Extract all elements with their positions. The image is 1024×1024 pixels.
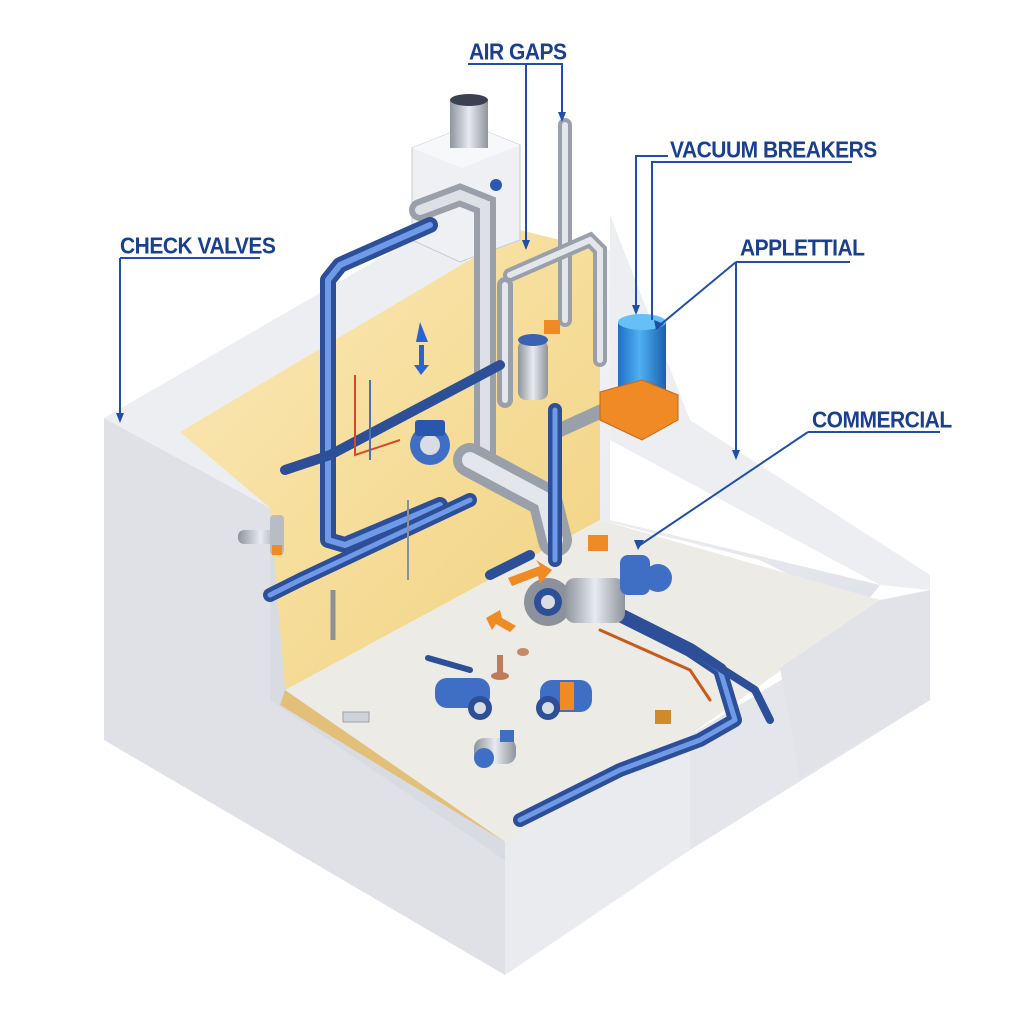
vacuum-leader <box>635 155 668 310</box>
label-check-valves: CHECK VALVES <box>120 234 276 259</box>
flow-arrow-icon <box>486 560 552 632</box>
filter-cylinder <box>518 340 548 400</box>
label-appletial: APPLETTIAL <box>740 236 865 261</box>
equipment-box <box>411 94 521 263</box>
loose-ball-valve <box>425 655 492 720</box>
wall-lines <box>330 375 409 640</box>
foundation-structure <box>104 215 930 975</box>
right-step-wall <box>780 590 930 778</box>
loose-check-valve <box>536 680 592 720</box>
loose-union <box>474 730 516 768</box>
leader-lines <box>119 63 940 546</box>
components <box>238 314 679 768</box>
back-wall-top <box>104 235 470 508</box>
leader-arrowheads <box>116 112 740 550</box>
label-vacuum-breakers: VACUUM BREAKERS <box>670 138 877 163</box>
tank-stand <box>599 379 679 441</box>
small-gauge <box>491 648 529 680</box>
arrow-down-icon <box>414 322 429 375</box>
label-commercial: COMMERCIAL <box>812 408 952 433</box>
blue-pipes <box>263 217 774 827</box>
gauge-icon <box>490 179 502 191</box>
orange-fitting <box>544 320 560 334</box>
vent-stack <box>450 100 488 148</box>
floor-drain <box>342 711 370 723</box>
label-air-gaps: AIR GAPS <box>469 40 567 65</box>
commercial-leader <box>639 431 940 546</box>
air-gaps-leader <box>468 63 563 115</box>
front-outer-wall <box>505 735 690 975</box>
check-valves-leader <box>119 257 260 418</box>
appletial-leader <box>659 261 850 326</box>
